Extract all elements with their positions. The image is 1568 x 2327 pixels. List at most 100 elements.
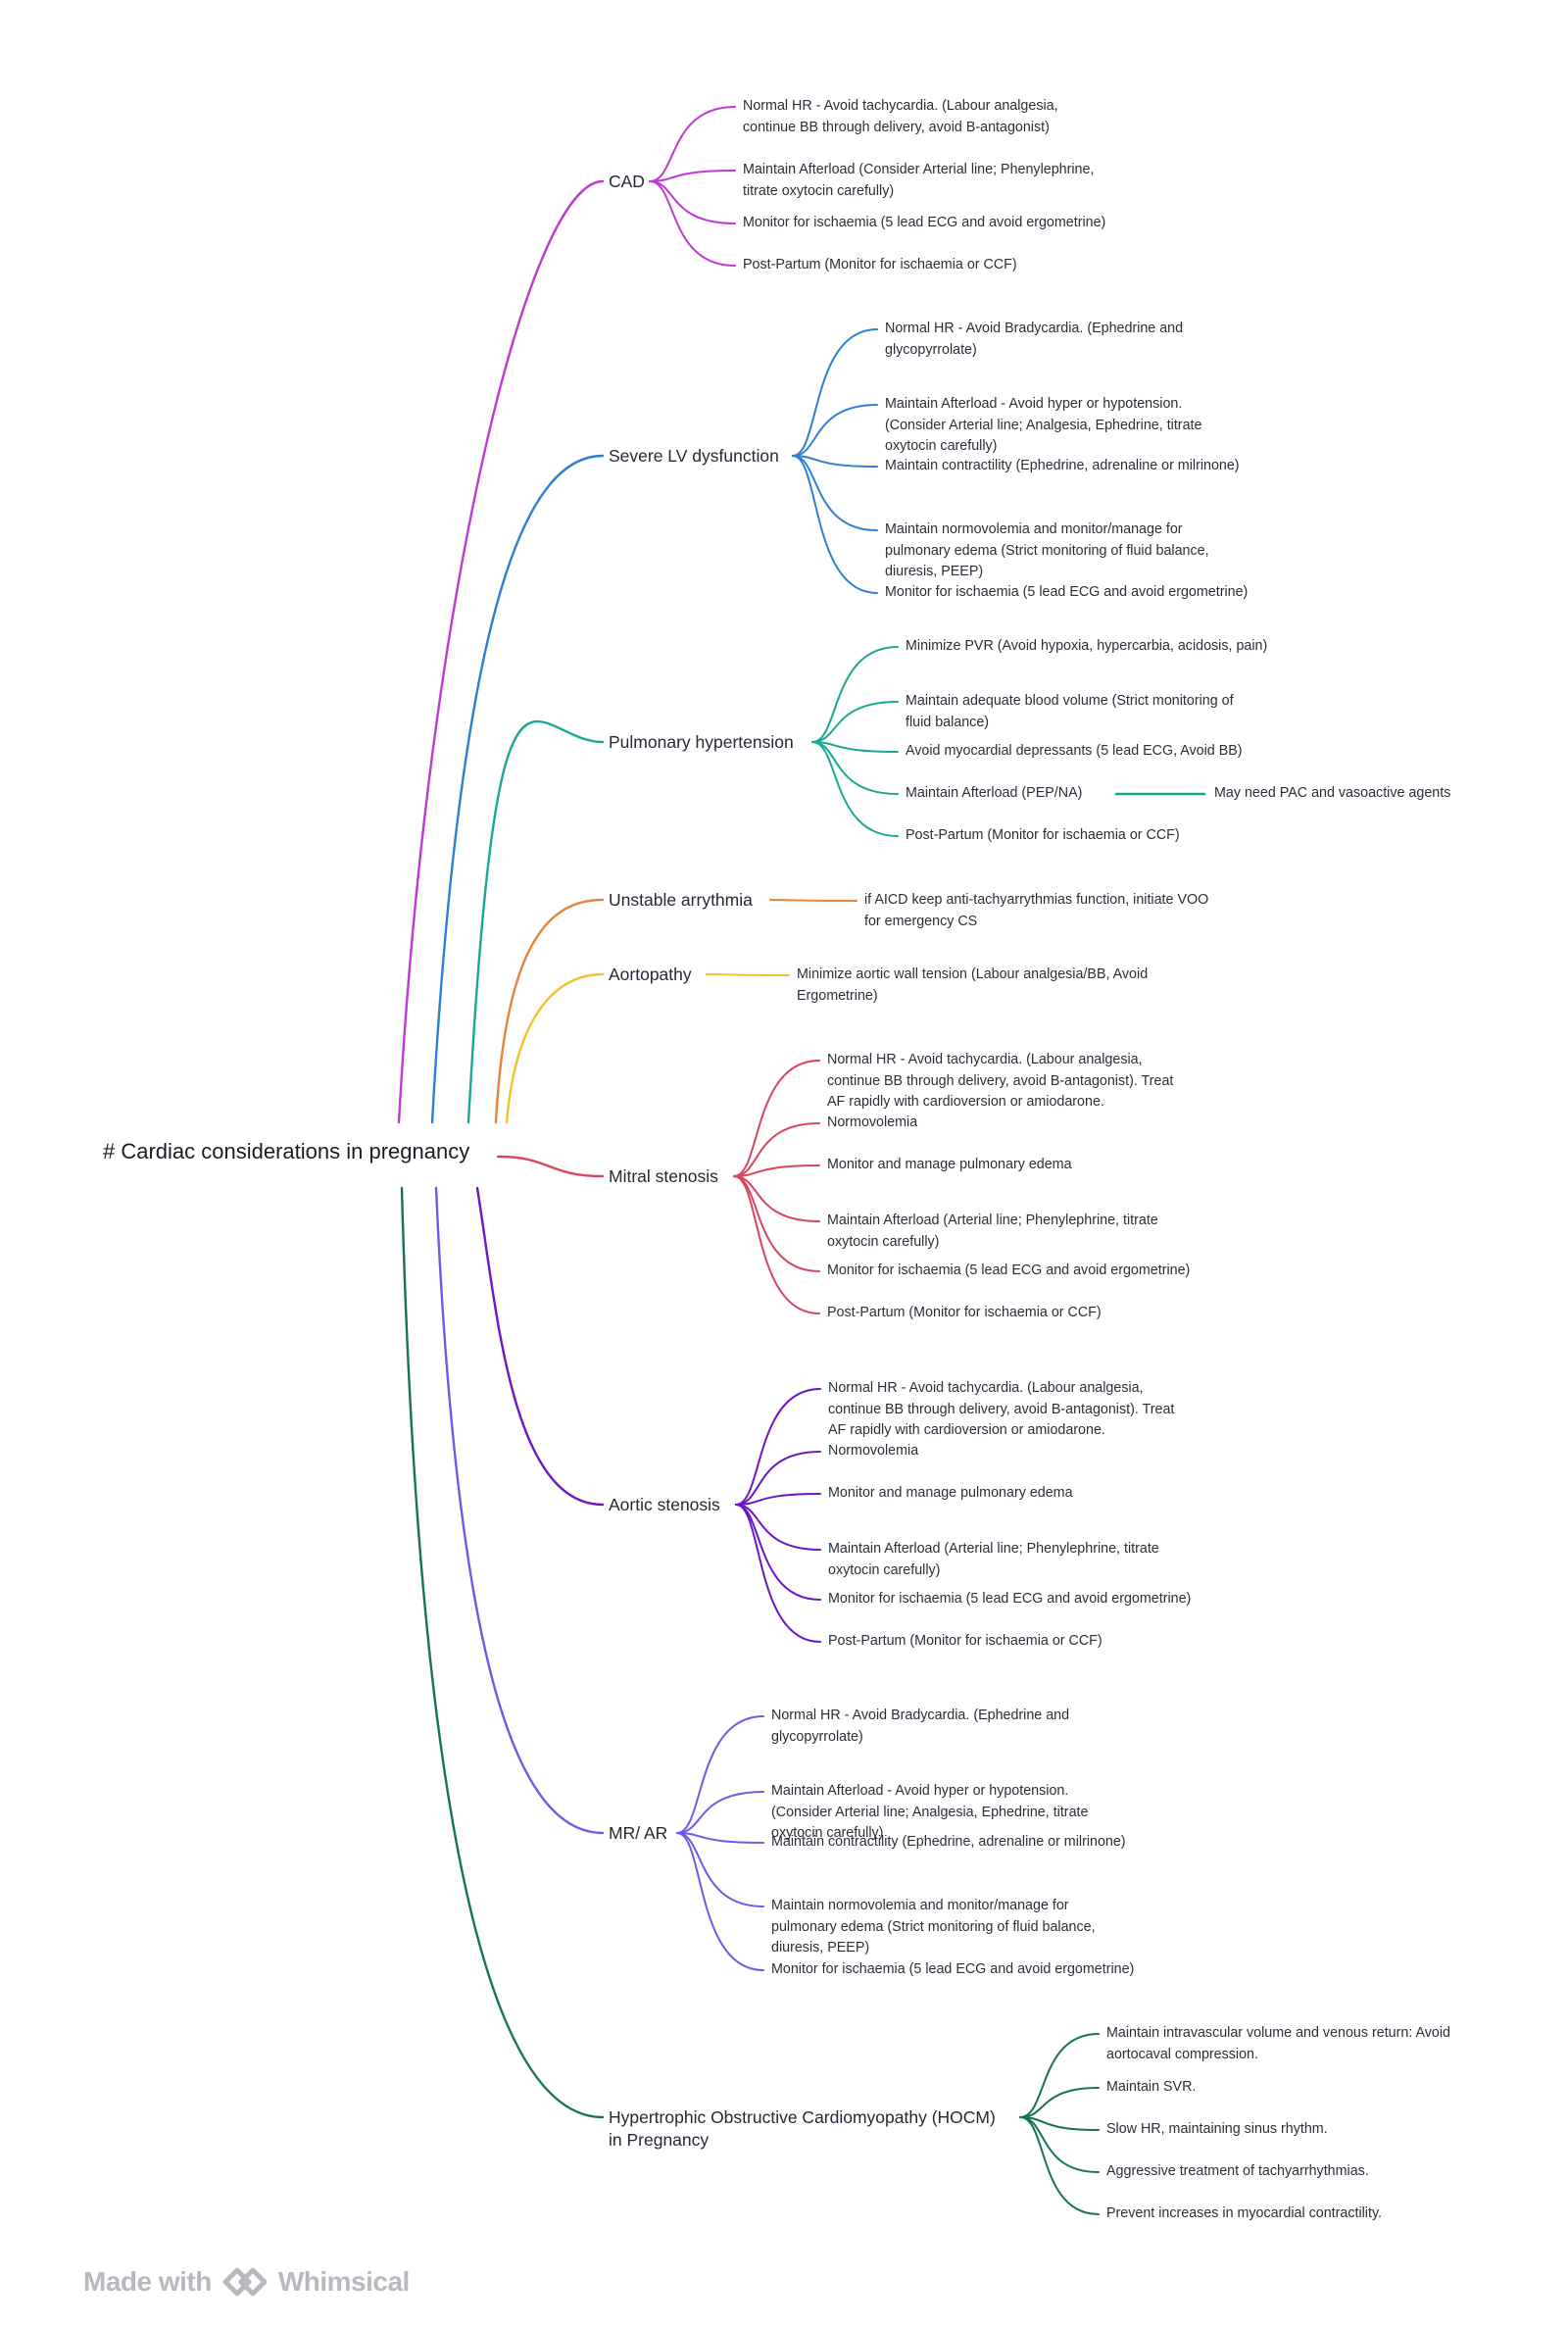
leaf-text-line: Maintain contractility (Ephedrine, adren… bbox=[771, 1834, 1126, 1851]
branch-label: Unstable arrythmia bbox=[609, 889, 753, 910]
leaf-node[interactable]: Monitor and manage pulmonary edema bbox=[828, 1483, 1073, 1505]
leaf-text-line: Aggressive treatment of tachyarrhythmias… bbox=[1106, 2163, 1369, 2180]
leaf-connector bbox=[811, 741, 899, 837]
leaf-node[interactable]: Monitor for ischaemia (5 lead ECG and av… bbox=[771, 1959, 1134, 1981]
leaf-connector bbox=[733, 1060, 820, 1177]
leaf-node[interactable]: Monitor and manage pulmonary edema bbox=[827, 1155, 1072, 1176]
leaf-connector bbox=[792, 455, 878, 531]
leaf-text-line: Maintain Afterload (Arterial line; Pheny… bbox=[828, 1541, 1159, 1558]
leaf-text-line: Maintain Afterload (Arterial line; Pheny… bbox=[827, 1213, 1158, 1229]
leaf-node-child[interactable]: May need PAC and vasoactive agents bbox=[1214, 783, 1450, 805]
leaf-node[interactable]: Post-Partum (Monitor for ischaemia or CC… bbox=[828, 1631, 1102, 1653]
branch-node-as[interactable]: Aortic stenosis bbox=[609, 1494, 720, 1516]
leaf-connector bbox=[649, 180, 736, 224]
branch-node-ao[interactable]: Aortopathy bbox=[609, 964, 692, 986]
root-node[interactable]: # Cardiac considerations in pregnancy bbox=[103, 1139, 470, 1164]
leaf-node[interactable]: Normal HR - Avoid tachycardia. (Labour a… bbox=[743, 96, 1058, 138]
whimsical-brand: Whimsical bbox=[277, 2266, 410, 2297]
leaf-node[interactable]: Normal HR - Avoid tachycardia. (Labour a… bbox=[827, 1050, 1173, 1114]
leaf-text-line: Normovolemia bbox=[828, 1443, 919, 1460]
leaf-connector bbox=[735, 1493, 821, 1506]
leaf-text-line: aortocaval compression. bbox=[1106, 2046, 1258, 2062]
branch-label: CAD bbox=[609, 171, 645, 191]
leaf-node[interactable]: Minimize aortic wall tension (Labour ana… bbox=[797, 965, 1148, 1007]
branch-connector-ph bbox=[466, 719, 605, 1124]
leaf-connector bbox=[676, 1832, 764, 1907]
leaf-text-line: Normal HR - Avoid tachycardia. (Labour a… bbox=[743, 98, 1058, 115]
branch-label: Mitral stenosis bbox=[609, 1165, 718, 1186]
leaf-node[interactable]: Maintain SVR. bbox=[1106, 2077, 1196, 2099]
leaf-text-line: continue BB through delivery, avoid B-an… bbox=[827, 1072, 1174, 1089]
leaf-connector bbox=[811, 741, 899, 795]
leaf-node[interactable]: Maintain Afterload - Avoid hyper or hypo… bbox=[885, 394, 1201, 458]
leaf-node[interactable]: Maintain Afterload (Arterial line; Pheny… bbox=[828, 1539, 1159, 1581]
leaf-text-line: Prevent increases in myocardial contract… bbox=[1106, 2205, 1383, 2222]
leaf-text-line: Minimize aortic wall tension (Labour ana… bbox=[797, 966, 1149, 983]
branch-node-ms[interactable]: Mitral stenosis bbox=[609, 1165, 718, 1188]
leaf-node[interactable]: Maintain Afterload (Consider Arterial li… bbox=[743, 160, 1094, 202]
leaf-node[interactable]: Post-Partum (Monitor for ischaemia or CC… bbox=[906, 825, 1180, 847]
leaf-connector bbox=[676, 1715, 764, 1834]
leaf-text-line: Minimize PVR (Avoid hypoxia, hypercarbia… bbox=[906, 638, 1268, 655]
leaf-text-line: Ergometrine) bbox=[797, 987, 878, 1004]
branch-node-ph[interactable]: Pulmonary hypertension bbox=[609, 731, 794, 754]
leaf-text-line: oxytocin carefully) bbox=[827, 1233, 940, 1250]
leaf-node[interactable]: Monitor for ischaemia (5 lead ECG and av… bbox=[827, 1261, 1190, 1282]
leaf-node[interactable]: Normovolemia bbox=[828, 1441, 918, 1462]
leaf-node[interactable]: Aggressive treatment of tachyarrhythmias… bbox=[1106, 2161, 1369, 2183]
leaf-connector bbox=[733, 1175, 820, 1314]
leaf-text-line: Maintain Afterload (PEP/NA) bbox=[906, 785, 1083, 802]
leaf-node[interactable]: Prevent increases in myocardial contract… bbox=[1106, 2203, 1382, 2225]
leaf-node[interactable]: Avoid myocardial depressants (5 lead ECG… bbox=[906, 741, 1243, 763]
leaf-node[interactable]: Maintain Afterload (Arterial line; Pheny… bbox=[827, 1211, 1158, 1253]
leaf-text-line: Maintain SVR. bbox=[1106, 2079, 1197, 2096]
leaf-node[interactable]: Maintain normovolemia and monitor/manage… bbox=[885, 520, 1209, 583]
leaf-text-line: Avoid myocardial depressants (5 lead ECG… bbox=[906, 743, 1243, 760]
leaf-connector bbox=[733, 1122, 820, 1177]
leaf-text-line: Maintain Afterload (Consider Arterial li… bbox=[743, 162, 1095, 178]
watermark[interactable]: Made with Whimsical bbox=[83, 2258, 410, 2305]
leaf-node[interactable]: Maintain contractility (Ephedrine, adren… bbox=[885, 456, 1240, 477]
leaf-node[interactable]: Maintain intravascular volume and venous… bbox=[1106, 2023, 1450, 2065]
leaf-node[interactable]: Normovolemia bbox=[827, 1113, 917, 1134]
leaf-node[interactable]: if AICD keep anti-tachyarrythmias functi… bbox=[864, 890, 1208, 932]
branch-label: Aortopathy bbox=[609, 964, 692, 984]
leaf-node[interactable]: Normal HR - Avoid tachycardia. (Labour a… bbox=[828, 1378, 1174, 1442]
leaf-node[interactable]: Normal HR - Avoid Bradycardia. (Ephedrin… bbox=[885, 319, 1183, 361]
leaf-text-line: oxytocin carefully) bbox=[828, 1561, 941, 1578]
leaf-connector bbox=[706, 973, 790, 976]
branch-node-cad[interactable]: CAD bbox=[609, 171, 645, 193]
branch-connector-ao bbox=[505, 972, 605, 1124]
leaf-node[interactable]: Maintain Afterload - Avoid hyper or hypo… bbox=[771, 1781, 1088, 1845]
leaf-node[interactable]: Maintain contractility (Ephedrine, adren… bbox=[771, 1832, 1126, 1854]
leaf-node[interactable]: Maintain normovolemia and monitor/manage… bbox=[771, 1896, 1096, 1959]
branch-node-lv[interactable]: Severe LV dysfunction bbox=[609, 445, 779, 468]
branch-connector-ua bbox=[494, 898, 605, 1124]
branch-node-ua[interactable]: Unstable arrythmia bbox=[609, 889, 753, 912]
leaf-connector bbox=[1019, 2116, 1100, 2215]
leaf-connector bbox=[649, 170, 736, 182]
branch-node-hocm[interactable]: Hypertrophic Obstructive Cardiomyopathy … bbox=[609, 2106, 996, 2152]
leaf-text-line: Maintain adequate blood volume (Strict m… bbox=[906, 693, 1234, 710]
branch-node-mr[interactable]: MR/ AR bbox=[609, 1822, 667, 1845]
leaf-node[interactable]: Maintain adequate blood volume (Strict m… bbox=[906, 691, 1234, 733]
leaf-node[interactable]: Post-Partum (Monitor for ischaemia or CC… bbox=[827, 1303, 1102, 1324]
leaf-node[interactable]: Monitor for ischaemia (5 lead ECG and av… bbox=[885, 582, 1248, 604]
leaf-connector bbox=[733, 1164, 820, 1177]
leaf-node[interactable]: Monitor for ischaemia (5 lead ECG and av… bbox=[743, 213, 1105, 234]
leaf-node[interactable]: Minimize PVR (Avoid hypoxia, hypercarbia… bbox=[906, 636, 1267, 658]
leaf-node[interactable]: Slow HR, maintaining sinus rhythm. bbox=[1106, 2119, 1328, 2141]
leaf-connector bbox=[792, 455, 878, 594]
leaf-connector bbox=[676, 1791, 764, 1834]
made-with-label: Made with bbox=[83, 2266, 212, 2297]
leaf-text-line: Normal HR - Avoid tachycardia. (Labour a… bbox=[828, 1380, 1144, 1397]
leaf-connector bbox=[792, 404, 878, 457]
leaf-node[interactable]: Normal HR - Avoid Bradycardia. (Ephedrin… bbox=[771, 1706, 1069, 1748]
leaf-node[interactable]: Maintain Afterload (PEP/NA) bbox=[906, 783, 1082, 805]
leaf-text-line: pulmonary edema (Strict monitoring of fl… bbox=[771, 1918, 1096, 1935]
branch-label: Hypertrophic Obstructive Cardiomyopathy … bbox=[609, 2107, 996, 2127]
leaf-node[interactable]: Monitor for ischaemia (5 lead ECG and av… bbox=[828, 1589, 1191, 1610]
leaf-node[interactable]: Post-Partum (Monitor for ischaemia or CC… bbox=[743, 255, 1017, 276]
leaf-text-line: Post-Partum (Monitor for ischaemia or CC… bbox=[827, 1305, 1102, 1321]
